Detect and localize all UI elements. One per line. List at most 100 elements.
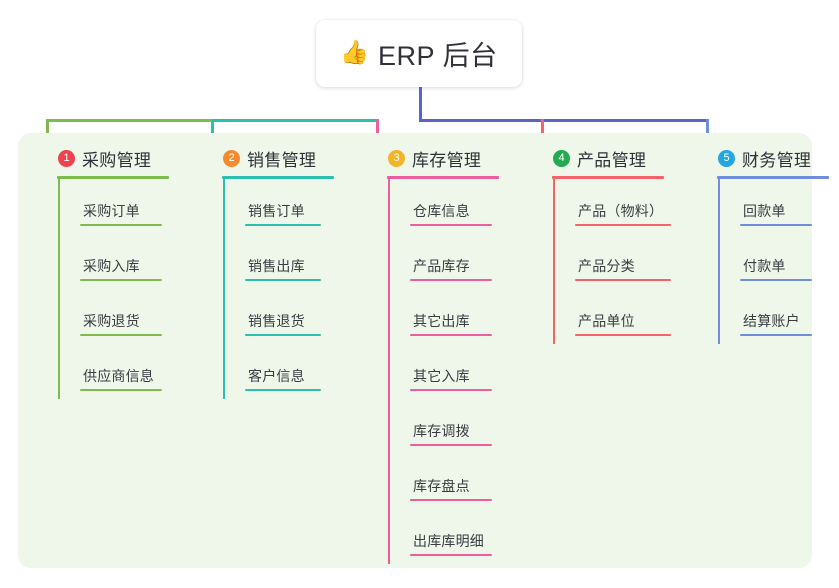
- leaf-item[interactable]: 其它出库: [388, 289, 518, 344]
- leaf-item-underline: [410, 499, 492, 501]
- branch-number-badge: 3: [388, 149, 405, 167]
- leaf-item[interactable]: 采购订单: [58, 179, 188, 234]
- leaf-item[interactable]: 产品（物料）: [553, 179, 683, 234]
- leaf-item-label: 仓库信息: [413, 203, 470, 219]
- leaf-item[interactable]: 销售订单: [223, 179, 353, 234]
- branch-spine: [58, 179, 60, 399]
- leaf-item-label: 回款单: [743, 203, 786, 219]
- branch-采购管理: 1 采购管理采购订单采购入库采购退货供应商信息: [36, 146, 188, 399]
- leaf-item-underline: [80, 224, 162, 226]
- branch-items: 回款单付款单结算账户: [696, 179, 816, 344]
- leaf-item[interactable]: 采购入库: [58, 234, 188, 289]
- leaf-item-label: 产品库存: [413, 258, 470, 274]
- leaf-item-underline: [740, 334, 812, 336]
- diagram-panel: [18, 133, 812, 568]
- branch-underline: [57, 176, 169, 179]
- leaf-item-underline: [575, 279, 671, 281]
- root-node[interactable]: 👍 ERP 后台: [316, 20, 522, 87]
- branch-number-badge: 4: [553, 149, 570, 167]
- branch-header-1[interactable]: 1 采购管理: [36, 146, 188, 170]
- branch-header-3[interactable]: 3 库存管理: [366, 146, 518, 170]
- leaf-item-underline: [245, 279, 321, 281]
- branch-drop-connector-3: [376, 119, 379, 146]
- branch-title: 采购管理: [82, 150, 152, 170]
- leaf-item[interactable]: 付款单: [718, 234, 816, 289]
- branch-库存管理: 3 库存管理仓库信息产品库存其它出库其它入库库存调拨库存盘点出库库明细: [366, 146, 518, 564]
- branch-header-4[interactable]: 4 产品管理: [531, 146, 683, 170]
- branch-items: 采购订单采购入库采购退货供应商信息: [36, 179, 188, 399]
- leaf-item-label: 付款单: [743, 258, 786, 274]
- leaf-item-underline: [80, 279, 162, 281]
- leaf-item-underline: [245, 389, 321, 391]
- leaf-item[interactable]: 库存调拨: [388, 399, 518, 454]
- branch-items: 销售订单销售出库销售退货客户信息: [201, 179, 353, 399]
- leaf-item-underline: [410, 444, 492, 446]
- branch-产品管理: 4 产品管理产品（物料）产品分类产品单位: [531, 146, 683, 344]
- branch-drop-connector-2: [211, 119, 214, 146]
- leaf-item[interactable]: 库存盘点: [388, 454, 518, 509]
- leaf-item[interactable]: 回款单: [718, 179, 816, 234]
- leaf-item[interactable]: 产品库存: [388, 234, 518, 289]
- branch-number-badge: 1: [58, 149, 75, 167]
- branch-title: 库存管理: [412, 150, 482, 170]
- branch-underline: [717, 176, 829, 179]
- leaf-item-label: 出库库明细: [413, 533, 484, 549]
- branch-number-badge: 5: [718, 149, 735, 167]
- leaf-item[interactable]: 产品单位: [553, 289, 683, 344]
- leaf-item-underline: [410, 554, 492, 556]
- leaf-item-label: 客户信息: [248, 368, 305, 384]
- leaf-item-label: 供应商信息: [83, 368, 154, 384]
- branch-销售管理: 2 销售管理销售订单销售出库销售退货客户信息: [201, 146, 353, 399]
- leaf-item-underline: [245, 334, 321, 336]
- branch-header-5[interactable]: 5 财务管理: [696, 146, 816, 170]
- leaf-item-underline: [410, 389, 492, 391]
- leaf-item-underline: [80, 334, 162, 336]
- branch-spine: [718, 179, 720, 344]
- leaf-item-label: 销售订单: [248, 203, 305, 219]
- branch-underline: [387, 176, 499, 179]
- branch-title: 产品管理: [577, 150, 647, 170]
- leaf-item-underline: [410, 279, 492, 281]
- leaf-item-label: 其它入库: [413, 368, 470, 384]
- branch-items: 仓库信息产品库存其它出库其它入库库存调拨库存盘点出库库明细: [366, 179, 518, 564]
- leaf-item-underline: [410, 224, 492, 226]
- branch-title: 财务管理: [742, 150, 812, 170]
- branch-items: 产品（物料）产品分类产品单位: [531, 179, 683, 344]
- branch-underline: [552, 176, 664, 179]
- branch-number-badge: 2: [223, 149, 240, 167]
- leaf-item-underline: [245, 224, 321, 226]
- leaf-item-underline: [80, 389, 162, 391]
- branch-header-2[interactable]: 2 销售管理: [201, 146, 353, 170]
- leaf-item[interactable]: 结算账户: [718, 289, 816, 344]
- leaf-item[interactable]: 产品分类: [553, 234, 683, 289]
- branch-title: 销售管理: [247, 150, 317, 170]
- leaf-item-label: 采购入库: [83, 258, 140, 274]
- leaf-item-label: 库存调拨: [413, 423, 470, 439]
- leaf-item[interactable]: 其它入库: [388, 344, 518, 399]
- branch-spine: [553, 179, 555, 344]
- branch-spine: [388, 179, 390, 564]
- branch-drop-connector-4: [541, 119, 544, 146]
- branch-drop-connector-1: [46, 119, 49, 146]
- leaf-item[interactable]: 销售退货: [223, 289, 353, 344]
- branch-drop-connector-5: [706, 119, 709, 146]
- root-stem-connector: [419, 87, 422, 122]
- leaf-item[interactable]: 供应商信息: [58, 344, 188, 399]
- leaf-item-label: 采购订单: [83, 203, 140, 219]
- leaf-item-label: 结算账户: [743, 313, 800, 329]
- branch-underline: [222, 176, 334, 179]
- leaf-item-label: 其它出库: [413, 313, 470, 329]
- branch-spine: [223, 179, 225, 399]
- leaf-item[interactable]: 客户信息: [223, 344, 353, 399]
- leaf-item[interactable]: 仓库信息: [388, 179, 518, 234]
- leaf-item-underline: [410, 334, 492, 336]
- leaf-item[interactable]: 销售出库: [223, 234, 353, 289]
- leaf-item-underline: [575, 334, 671, 336]
- branch-财务管理: 5 财务管理回款单付款单结算账户: [696, 146, 829, 344]
- connector-segment-1: [46, 119, 212, 122]
- leaf-item[interactable]: 出库库明细: [388, 509, 518, 564]
- leaf-item-underline: [740, 224, 812, 226]
- connector-segment-2: [211, 119, 377, 122]
- leaf-item-label: 采购退货: [83, 313, 140, 329]
- leaf-item[interactable]: 采购退货: [58, 289, 188, 344]
